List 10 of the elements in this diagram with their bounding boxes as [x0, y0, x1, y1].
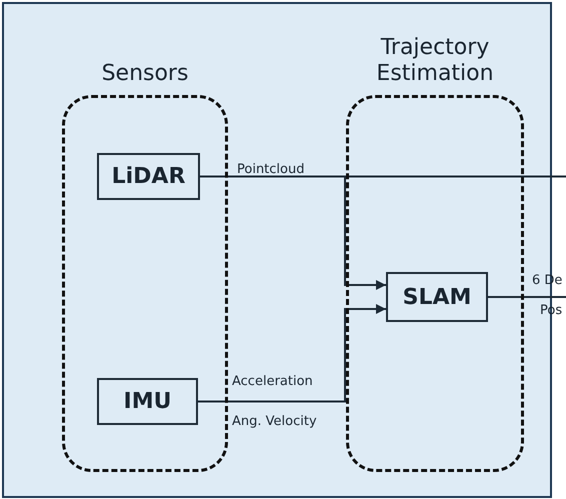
group-heading: Trajectory Estimation — [375, 35, 495, 87]
edge-label: Acceleration — [231, 374, 314, 390]
edge-label: Pointcloud — [236, 162, 306, 178]
process-box: SLAM — [386, 272, 488, 322]
process-box: LiDAR — [97, 153, 200, 200]
arrow — [198, 304, 386, 402]
connector-line — [488, 296, 566, 298]
group-heading: Sensors — [100, 60, 190, 87]
signal-label: Ang. Velocity — [231, 414, 318, 430]
process-box: IMU — [97, 378, 198, 425]
